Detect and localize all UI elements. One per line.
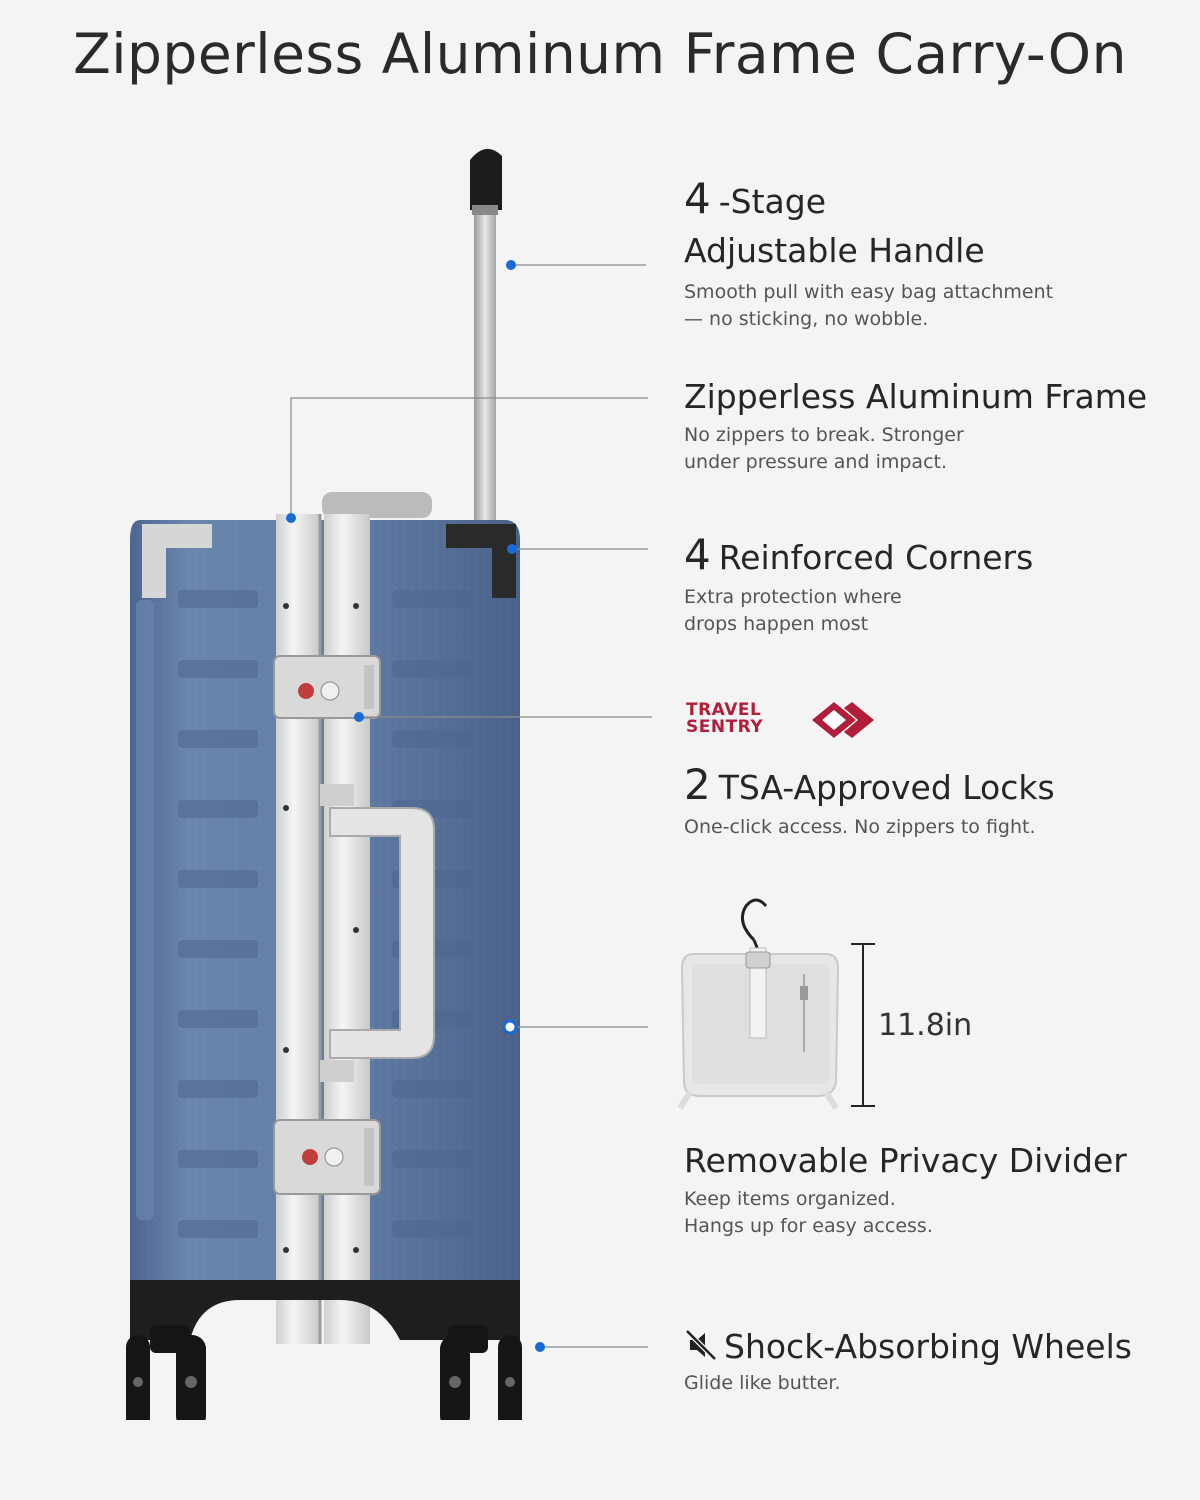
callout-dot-frame xyxy=(286,513,296,523)
feature-handle-title: 4-Stage Adjustable Handle xyxy=(684,174,985,270)
privacy-divider-illustration xyxy=(677,898,840,1110)
travel-sentry-diamond-icon xyxy=(812,702,874,738)
callout-dot-locks xyxy=(354,712,364,722)
page-title: Zipperless Aluminum Frame Carry-On xyxy=(73,22,1127,86)
feature-handle-desc: Smooth pull with easy bag attachment — n… xyxy=(684,281,1054,331)
travel-sentry-logo: TRAVEL SENTRY xyxy=(686,698,886,742)
feature-frame-title: Zipperless Aluminum Frame xyxy=(684,377,1148,416)
callout-dot-wheels xyxy=(535,1342,545,1352)
feature-handle: 4-Stage Adjustable Handle Smooth pull wi… xyxy=(684,170,1184,333)
travel-sentry-logo-line2: SENTRY xyxy=(686,717,764,737)
travel-sentry-logo-line1: TRAVEL xyxy=(686,700,762,720)
side-carry-handle xyxy=(320,784,435,1082)
feature-handle-number: 4 xyxy=(684,174,711,223)
feature-locks-desc: One-click access. No zippers to fight. xyxy=(684,815,1036,838)
telescopic-handle xyxy=(470,148,502,530)
tsa-lock-top xyxy=(273,655,381,719)
top-handle xyxy=(322,492,432,518)
feature-frame: Zipperless Aluminum Frame No zippers to … xyxy=(684,374,1184,475)
feature-wheels-desc: Glide like butter. xyxy=(684,1371,841,1394)
suitcase-illustration xyxy=(126,148,522,1420)
corner-guards xyxy=(142,524,516,598)
callout-dot-divider xyxy=(502,1019,518,1035)
feature-divider: Removable Privacy Divider Keep items org… xyxy=(684,1138,1184,1239)
aluminum-frame xyxy=(276,514,370,1344)
mute-icon xyxy=(685,1329,717,1361)
feature-divider-desc: Keep items organized. Hangs up for easy … xyxy=(684,1187,933,1237)
callout-dot-corners xyxy=(507,544,517,554)
feature-wheels-title: Shock-Absorbing Wheels xyxy=(684,1324,1184,1370)
feature-locks-number: 2 xyxy=(684,760,711,809)
divider-height-label: 11.8in xyxy=(878,1008,973,1043)
callout-lines xyxy=(286,260,652,1352)
feature-corners-desc: Extra protection where drops happen most xyxy=(684,585,902,635)
feature-divider-title: Removable Privacy Divider xyxy=(684,1141,1127,1180)
feature-frame-desc: No zippers to break. Stronger under pres… xyxy=(684,423,964,473)
tsa-lock-bottom xyxy=(273,1119,381,1195)
feature-corners-number: 4 xyxy=(684,530,711,579)
feature-wheels: Shock-Absorbing Wheels Glide like butter… xyxy=(684,1324,1184,1397)
spinner-wheels xyxy=(126,1325,522,1420)
callout-dot-handle xyxy=(506,260,516,270)
dimension-marker xyxy=(851,943,875,1107)
